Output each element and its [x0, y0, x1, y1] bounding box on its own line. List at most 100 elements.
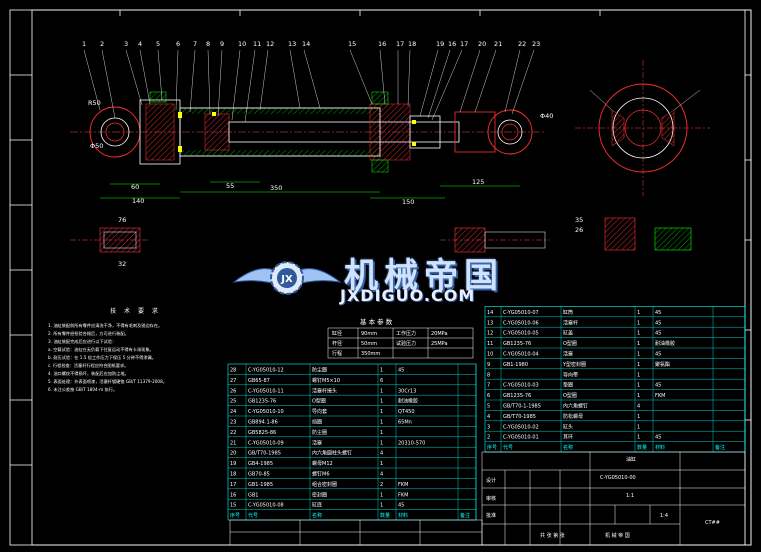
spec-cell: 350mm	[361, 351, 380, 357]
bom-cell: 1	[637, 320, 640, 326]
bom-cell: 1	[637, 331, 640, 337]
bom-cell: GB/T70-1-1985	[503, 404, 541, 410]
balloon-2: 2	[100, 40, 104, 48]
bom-cell: 1	[380, 388, 383, 394]
balloon-21: 17	[460, 40, 468, 48]
bom-cell: 1	[637, 435, 640, 441]
detail-32: 32	[118, 260, 126, 268]
bom-cell: 5	[487, 404, 490, 410]
detail-76: 76	[118, 216, 126, 224]
bom-cell: 45	[655, 320, 661, 326]
balloon-23: 21	[494, 40, 502, 48]
bom-cell: 9	[487, 362, 490, 368]
bom-cell: 缸头	[563, 423, 573, 430]
bom-cell: 防尘圈	[312, 367, 327, 374]
notes-lines: 1. 油缸装配前所有零件应清洗干净，不得有毛刺及锐边存在。2. 所有零件经检验合…	[48, 322, 223, 394]
bom-cell: 螺钉M6	[312, 471, 330, 478]
balloon-18: 18	[408, 40, 416, 48]
bom-cell: C-YG05010-09	[248, 440, 284, 446]
technical-notes: 技 术 要 求 1. 油缸装配前所有零件应清洗干净，不得有毛刺及锐边存在。2. …	[48, 308, 223, 394]
bom-cell: C-YG05010-10	[248, 409, 284, 415]
label-design: 设计	[486, 477, 496, 484]
spec-cell: 90mm	[361, 331, 377, 337]
bom-header: 备注	[715, 444, 725, 451]
balloon-22: 20	[478, 40, 486, 48]
bom-cell: 4	[487, 414, 490, 420]
bom-header: 数量	[637, 444, 647, 451]
bom-cell: 内六角圆柱头螺钉	[312, 450, 352, 457]
balloon-16: 16	[378, 40, 386, 48]
bom-cell: C-YG05010-02	[503, 424, 539, 430]
note-line: 3. 油缸装配完成后应进行以下试验：	[48, 339, 117, 344]
bom-cell: 缸底	[312, 502, 322, 509]
bom-cell: GB/T70-1985	[248, 451, 281, 457]
note-line: 6. 未注公差按 GB/T 1804-m 执行。	[48, 387, 118, 392]
balloon-15: 15	[348, 40, 356, 48]
balloon-11: 11	[253, 40, 261, 48]
bom-cell: 8	[487, 372, 490, 378]
bom-cell: O型圈	[563, 392, 577, 399]
bom-cell: 28	[230, 368, 236, 374]
bom-header: 代号	[503, 444, 513, 451]
bom-cell: GB/T70-1985	[503, 414, 536, 420]
spec-cell: 缸径	[332, 330, 342, 337]
bom-cell: QT450	[398, 409, 415, 415]
bom-cell: 45	[655, 331, 661, 337]
frame-corner-note: CT##	[705, 520, 720, 526]
bom-cell: C-YG05010-01	[503, 435, 539, 441]
bom-cell: 1	[637, 372, 640, 378]
bom-cell: C-YG05010-03	[503, 383, 539, 389]
dim-phi50: Φ50	[90, 142, 103, 150]
dim-60: 60	[131, 183, 139, 191]
bom-cell: 4	[380, 451, 383, 457]
bom-cell: GB1	[248, 492, 259, 498]
bom-cell: C-YG05010-11	[248, 388, 284, 394]
bom-cell: 耳环	[563, 435, 573, 441]
note-line: 2. 所有零件经检验合格后，方可进行装配。	[48, 331, 129, 336]
bom-cell: GB1235-76	[503, 393, 531, 399]
balloon-20: 16	[448, 40, 456, 48]
bom-header: 材料	[398, 512, 408, 519]
bom-cell: 活塞	[312, 439, 322, 446]
bom-cell: 密封圈	[312, 491, 327, 498]
spec-table-title: 基 本 参 数	[360, 317, 393, 326]
bom-header: 数量	[380, 512, 390, 519]
bom-cell: 活塞	[563, 351, 573, 358]
title-scale: 1:1	[626, 493, 634, 499]
bom-cell: 耐油橡胶	[655, 340, 675, 347]
label-approve: 批准	[486, 512, 496, 519]
bom-cell: 21	[230, 440, 236, 446]
bom-header: 名称	[312, 512, 322, 519]
note-line: c. 行程检查：活塞杆行程应符合图纸要求。	[48, 363, 129, 368]
dim-350: 350	[270, 184, 282, 192]
bom-cell: C-YG05010-08	[248, 503, 284, 509]
bom-cell: 30Cr13	[398, 388, 416, 394]
bom-cell: 13	[487, 320, 493, 326]
bom-cell: 45	[655, 352, 661, 358]
bom-cell: C-YG05010-12	[248, 368, 284, 374]
bom-header: 代号	[248, 512, 258, 519]
balloon-4: 4	[138, 40, 142, 48]
bom-cell: 45	[655, 435, 661, 441]
bom-cell: 15	[230, 503, 236, 509]
bom-cell: 1	[380, 492, 383, 498]
bom-cell: 4	[380, 472, 383, 478]
watermark-en: JXDIGUO.COM	[340, 286, 476, 305]
detail-26: 26	[575, 226, 583, 234]
bom-cell: C-YG05010-07	[503, 310, 539, 316]
dim-150: 150	[402, 198, 414, 206]
bom-cell: GB1235-76	[248, 399, 276, 405]
bom-cell: C-YG05010-04	[503, 352, 539, 358]
bom-cell: 活塞杆	[563, 319, 578, 326]
spec-table	[327, 327, 474, 359]
bom-cell: 17	[230, 482, 236, 488]
bom-cell: 7	[487, 383, 490, 389]
bom-cell: O型圈	[563, 340, 577, 347]
balloon-5: 5	[156, 40, 160, 48]
bom-cell: 27	[230, 378, 236, 384]
bom-header: 序号	[230, 512, 240, 519]
bom-cell: GB894.1-86	[248, 420, 278, 426]
